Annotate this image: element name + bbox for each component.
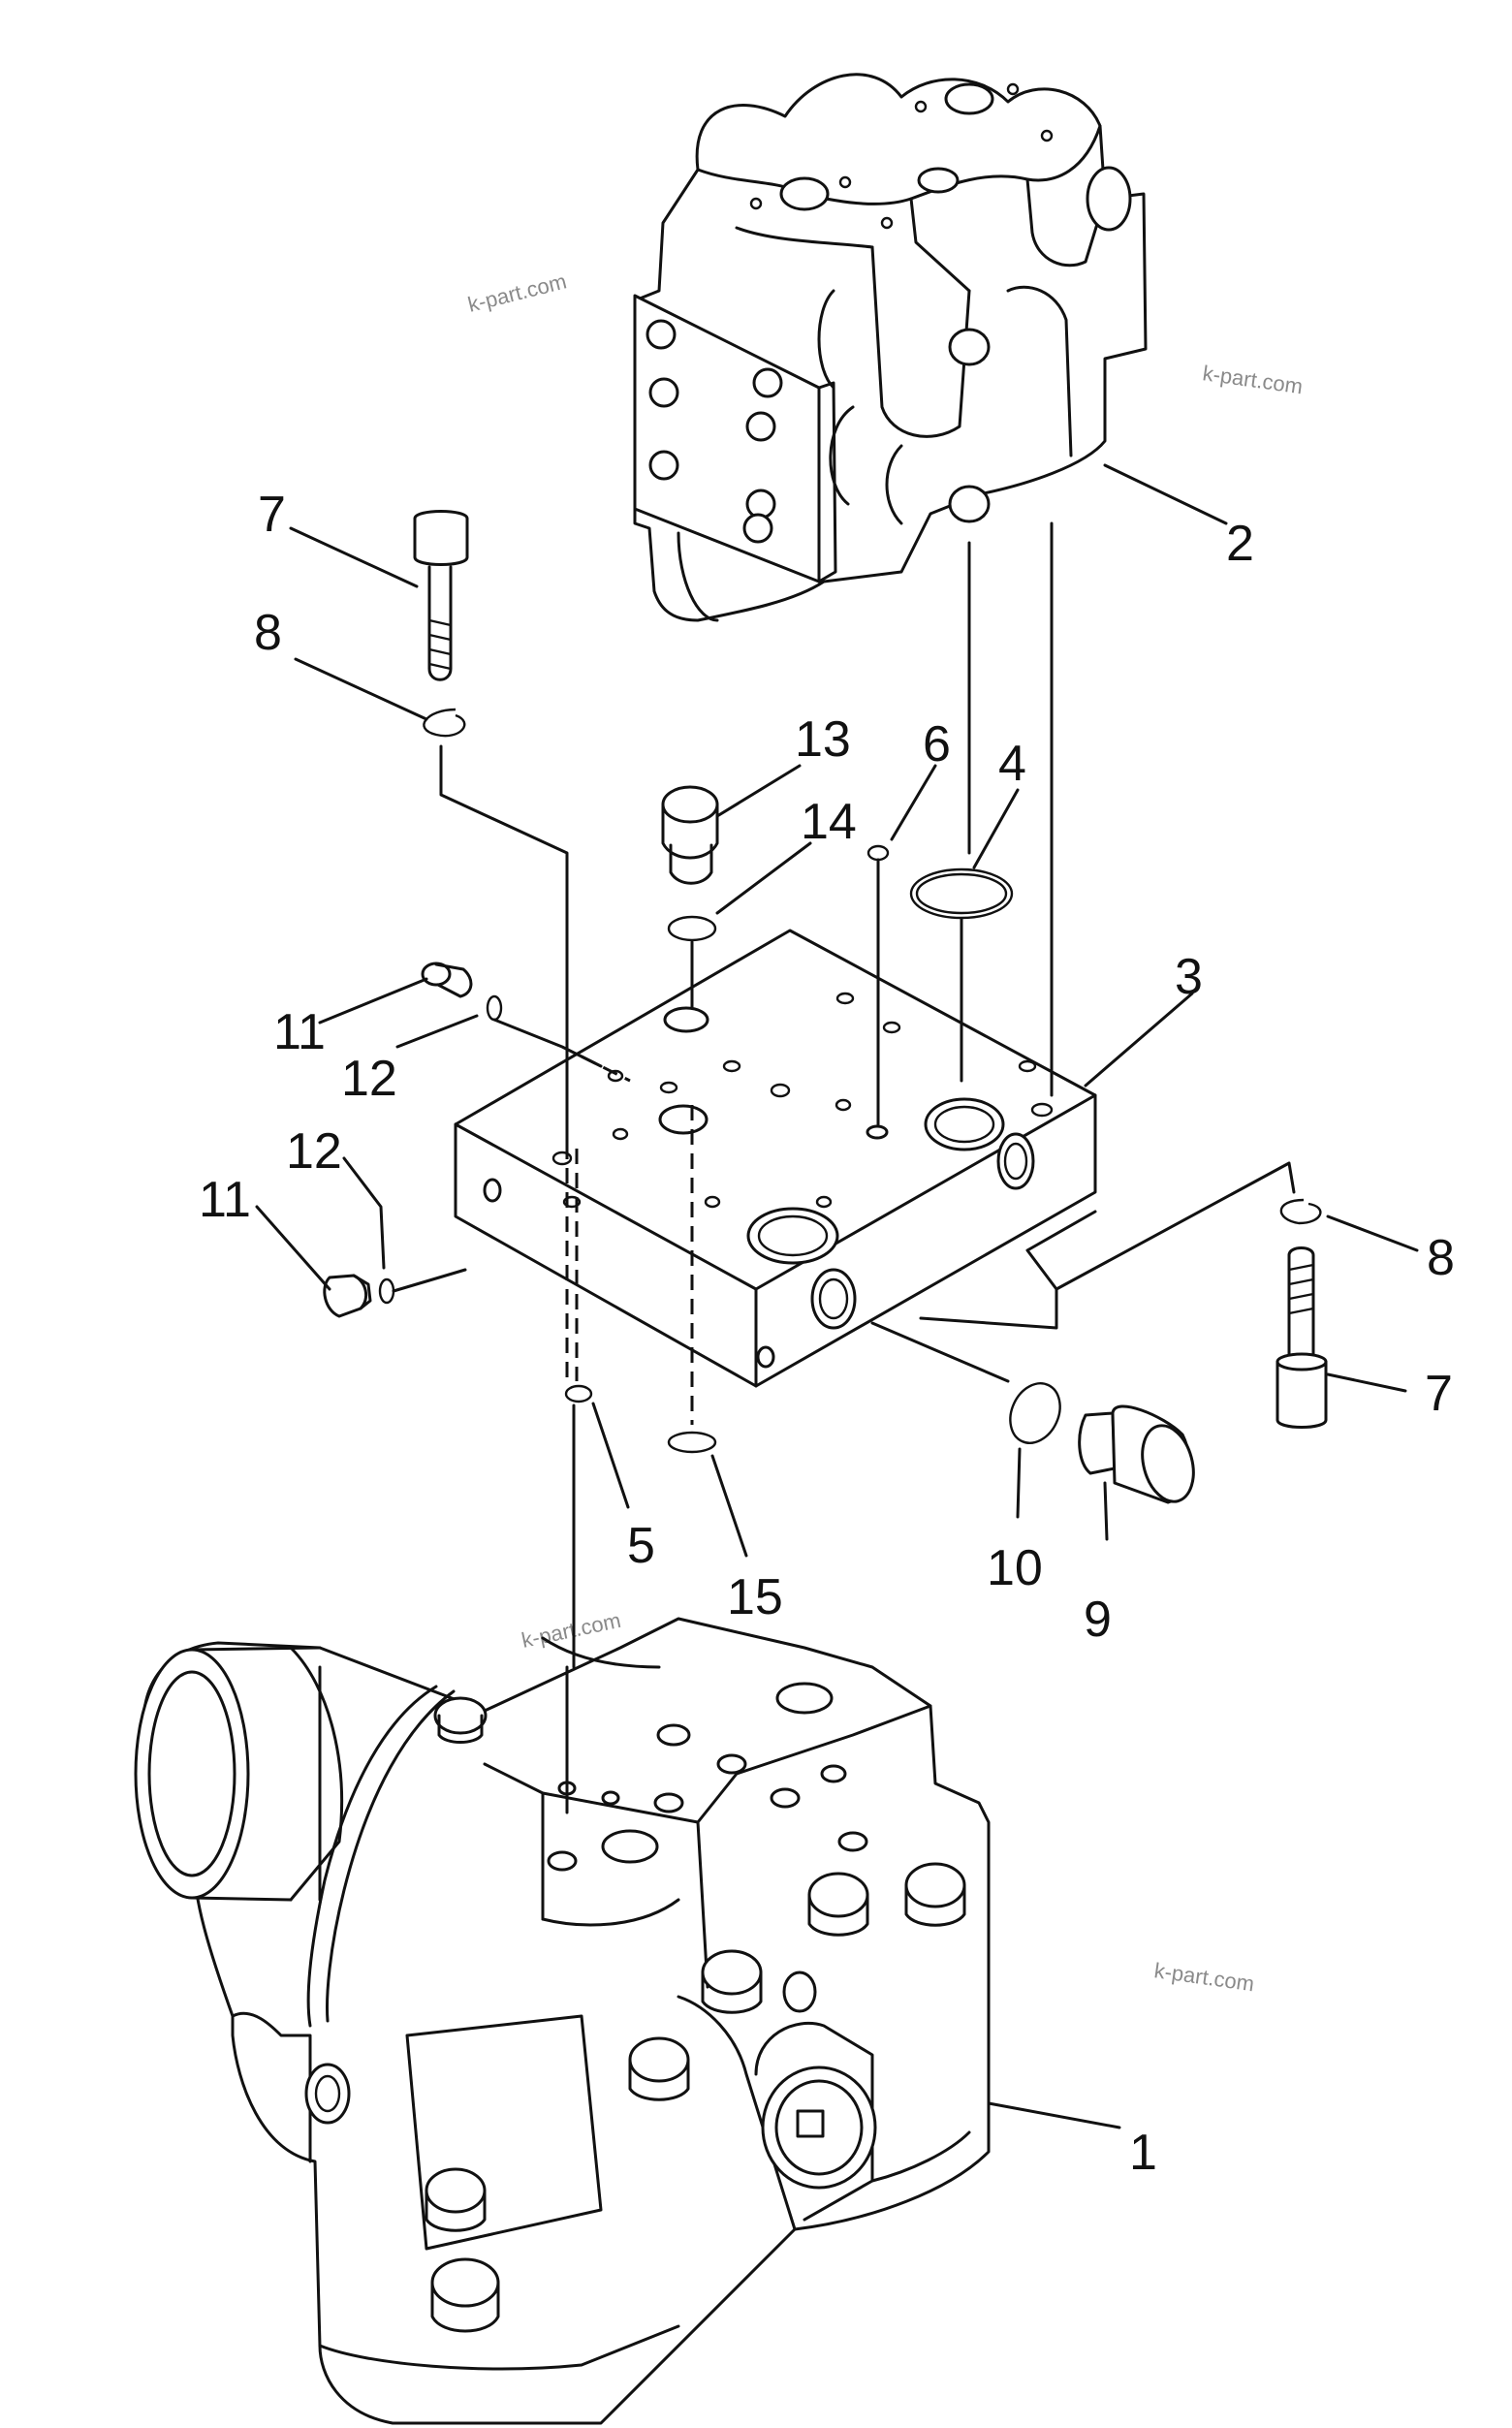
o-ring-part-6 [866, 844, 890, 862]
manifold-block-part-3 [454, 929, 1097, 1388]
callout-10: 10 [987, 1540, 1043, 1596]
callout-7-right: 7 [1425, 1366, 1453, 1422]
o-ring-part-12-upper [486, 994, 503, 1022]
watermark-middle: k-part.com [520, 1608, 623, 1653]
callout-4: 4 [998, 736, 1026, 792]
watermark-top-left: k-part.com [465, 268, 569, 316]
o-ring-part-4 [909, 867, 1014, 920]
washer-part-8-left [423, 708, 466, 738]
plug-part-13 [661, 785, 719, 885]
plug-part-9 [1078, 1404, 1195, 1504]
plug-part-11-upper [421, 962, 473, 998]
callout-7-left: 7 [258, 487, 286, 543]
callout-14: 14 [801, 794, 857, 850]
callout-3: 3 [1175, 949, 1203, 1005]
bolt-heads [425, 1862, 966, 2333]
callout-12-upper: 12 [341, 1051, 397, 1107]
callout-15: 15 [727, 1569, 783, 1625]
o-ring-part-15 [667, 1431, 717, 1454]
callout-8-right: 8 [1427, 1230, 1455, 1286]
callout-2: 2 [1226, 516, 1254, 572]
valve-housing-part-2 [633, 73, 1148, 622]
leader-lines [255, 463, 1419, 2129]
callout-1: 1 [1129, 2125, 1157, 2181]
watermark-top-right: k-part.com [1201, 361, 1304, 398]
callout-13: 13 [795, 711, 851, 768]
bolt-part-7-right [1276, 1246, 1328, 1429]
o-ring-part-12-lower [378, 1277, 395, 1305]
watermark-bottom-right: k-part.com [1152, 1958, 1255, 1996]
callout-6: 6 [923, 716, 951, 773]
washer-part-8-right [1279, 1198, 1322, 1225]
callout-9: 9 [1084, 1592, 1112, 1648]
o-ring-part-5 [564, 1384, 593, 1403]
callout-8-left: 8 [254, 605, 282, 661]
assembly-guide-lines [392, 521, 1296, 1814]
bolt-part-7-left [413, 510, 469, 681]
callout-numbers: 2 7 8 13 14 6 4 3 11 12 12 11 8 7 5 15 1… [199, 487, 1455, 2181]
callout-12-lower: 12 [286, 1123, 342, 1180]
o-ring-part-14 [667, 915, 717, 942]
callout-11-lower: 11 [199, 1172, 251, 1228]
callout-11-upper: 11 [273, 1004, 326, 1060]
pump-body-part-1 [134, 1617, 991, 2425]
callout-5: 5 [627, 1518, 655, 1574]
o-ring-part-10 [1009, 1382, 1061, 1444]
plug-part-11-lower [323, 1274, 372, 1318]
